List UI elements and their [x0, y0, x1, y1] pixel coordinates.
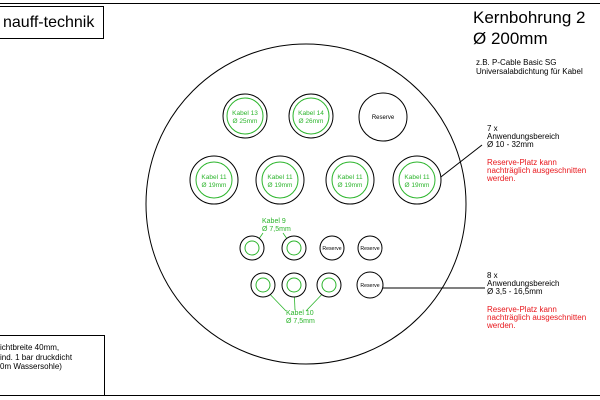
opening-12	[250, 272, 276, 298]
opening-outer-ring	[357, 235, 383, 261]
cable-label: Kabel 11	[201, 174, 227, 181]
opening-outer-ring	[281, 235, 307, 261]
opening-10: Reserve	[319, 235, 345, 261]
large-group-range-label: Anwendungsbereich	[487, 132, 560, 141]
opening-13	[281, 272, 307, 298]
large-group-range: Ø 10 - 32mm	[487, 140, 534, 149]
cable-label: Kabel 11	[404, 174, 430, 181]
opening-outer-ring	[288, 93, 334, 139]
brand-title-box: nauff-technik	[0, 6, 104, 39]
frame-left-box	[0, 335, 105, 395]
large-group-reserve-note-3: werden.	[487, 174, 516, 183]
opening-4: Kabel 11Ø 19mm	[189, 155, 239, 205]
product-line-2: Universalabdichtung für Kabel	[476, 67, 583, 76]
cable-label: Kabel 13	[232, 110, 258, 117]
opening-6: Kabel 11Ø 19mm	[325, 155, 375, 205]
large-group-count: 7 x	[487, 124, 498, 133]
opening-outer-ring	[255, 155, 305, 205]
opening-15: Reserve	[356, 271, 384, 299]
opening-outer-ring	[392, 155, 442, 205]
small-group-reserve-note-2: nachträglich ausgeschnitten	[487, 313, 587, 322]
kabel10-label: Kabel 10	[286, 310, 314, 317]
seal-width-note: ichtbreite 40mm, ind. 1 bar druckdicht 0…	[0, 343, 72, 372]
kabel10-size: Ø 7,5mm	[286, 318, 315, 325]
opening-outer-ring	[189, 155, 239, 205]
kabel9-size: Ø 7,5mm	[262, 226, 291, 233]
cable-ring	[286, 277, 302, 293]
opening-outer-ring	[222, 93, 268, 139]
drawing-diameter: Ø 200mm	[473, 29, 548, 48]
cable-size: Ø 26mm	[299, 118, 324, 125]
small-group-range: Ø 3,5 - 16,5mm	[487, 287, 543, 296]
cable-size: Ø 19mm	[338, 182, 363, 189]
cable-ring	[398, 161, 436, 199]
opening-outer-ring	[316, 272, 342, 298]
cable-ring	[195, 161, 233, 199]
opening-outer-ring	[358, 92, 408, 142]
opening-1: Kabel 13Ø 25mm	[222, 93, 268, 139]
seal-width-note-line-2: ind. 1 bar druckdicht	[0, 352, 73, 362]
large-group-reserve-note-2: nachträglich ausgeschnitten	[487, 166, 587, 175]
reserve-label: Reserve	[360, 246, 379, 252]
cable-ring	[321, 277, 337, 293]
cable-ring	[331, 161, 369, 199]
product-line-1: z.B. P-Cable Basic SG	[476, 58, 557, 67]
seal-width-note-line-3: 0m Wassersohle)	[0, 362, 62, 371]
opening-7: Kabel 11Ø 19mm	[392, 155, 442, 205]
opening-outer-ring	[250, 272, 276, 298]
opening-5: Kabel 11Ø 19mm	[255, 155, 305, 205]
cable-label: Kabel 11	[267, 174, 293, 181]
opening-9	[281, 235, 307, 261]
opening-outer-ring	[319, 235, 345, 261]
frame-top-line	[0, 3, 600, 4]
core-bore-outline	[145, 43, 467, 365]
opening-outer-ring	[281, 272, 307, 298]
reserve-label: Reserve	[322, 246, 341, 252]
reserve-label: Reserve	[372, 115, 395, 121]
opening-14	[316, 272, 342, 298]
seal-width-note-line-1: ichtbreite 40mm,	[0, 343, 60, 352]
leader-line-large	[436, 144, 483, 181]
opening-outer-ring	[325, 155, 375, 205]
cable-label: Kabel 14	[298, 110, 324, 117]
opening-outer-ring	[356, 271, 384, 299]
cable-ring	[292, 97, 330, 135]
opening-3: Reserve	[358, 92, 408, 142]
opening-11: Reserve	[357, 235, 383, 261]
small-group-range-label: Anwendungsbereich	[487, 279, 560, 288]
reserve-label: Reserve	[360, 283, 379, 289]
cable-size: Ø 19mm	[202, 182, 227, 189]
cable-ring	[261, 161, 299, 199]
brand-name: nauff-technik	[3, 14, 95, 31]
cable-size: Ø 25mm	[233, 118, 258, 125]
cable-size: Ø 19mm	[405, 182, 430, 189]
frame-bottom-line	[0, 395, 600, 396]
large-group-reserve-note-1: Reserve-Platz kann	[487, 158, 557, 167]
kabel9-label: Kabel 9	[262, 218, 286, 225]
small-group-reserve-note-1: Reserve-Platz kann	[487, 305, 557, 314]
opening-2: Kabel 14Ø 26mm	[288, 93, 334, 139]
opening-8	[239, 235, 265, 261]
cable-ring	[255, 277, 271, 293]
cable-ring	[244, 240, 260, 256]
cable-ring	[286, 240, 302, 256]
cable-size: Ø 19mm	[268, 182, 293, 189]
small-group-reserve-note-3: werden.	[487, 321, 516, 330]
small-group-count: 8 x	[487, 271, 498, 280]
drawing-title: Kernbohrung 2	[473, 8, 586, 27]
cable-label: Kabel 11	[337, 174, 363, 181]
opening-outer-ring	[239, 235, 265, 261]
cable-ring	[226, 97, 264, 135]
